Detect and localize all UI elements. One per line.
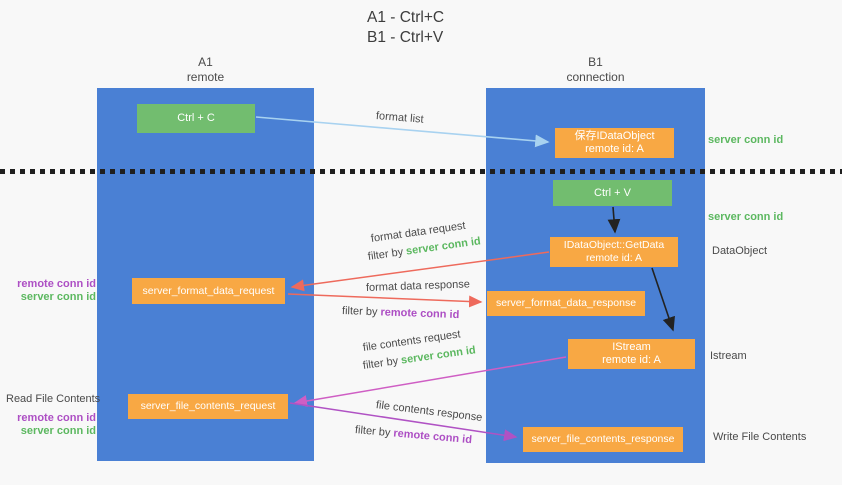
node-server-file-contents-request: server_file_contents_request <box>128 394 288 419</box>
annotation-server-conn-id-2: server conn id <box>20 425 96 437</box>
annotation-read-file-contents: Read File Contents <box>6 393 101 405</box>
annotation-remote-conn-id-2: remote conn id <box>17 412 96 424</box>
lane-b1-role: connection <box>566 69 625 84</box>
annotation-istream: Istream <box>710 350 747 362</box>
node-idataobject-getdata: IDataObject::GetData remote id: A <box>550 237 678 267</box>
lane-header-a1: A1 remote <box>97 55 314 84</box>
filter-prefix: filter by <box>341 305 381 319</box>
title-line-1: A1 - Ctrl+C <box>367 9 445 26</box>
lane-b1-name: B1 <box>588 55 603 69</box>
arrow-ctrlv-to-getdata <box>607 206 621 234</box>
diagram-title: A1 - Ctrl+C B1 - Ctrl+V <box>367 8 444 48</box>
node-istream-line2: remote id: A <box>602 354 661 366</box>
arrow-format-list <box>255 116 550 148</box>
node-file-response-label: server_file_contents_response <box>531 433 675 445</box>
annotation-write-file-contents: Write File Contents <box>713 431 807 443</box>
node-save-idataobject: 保存IDataObject remote id: A <box>555 128 674 158</box>
annotation-server-conn-id-top: server conn id <box>708 134 784 146</box>
arrow-getdata-to-istream <box>651 267 675 332</box>
node-getdata-line1: IDataObject::GetData <box>563 239 665 251</box>
annotation-dataobject: DataObject <box>712 245 768 257</box>
annotation-remote-conn-id-1: remote conn id <box>17 278 96 290</box>
node-ctrl-c: Ctrl + C <box>137 104 255 133</box>
arrow-file-contents-response <box>289 402 518 442</box>
annotation-server-conn-id-1: server conn id <box>20 291 96 303</box>
arrow-file-contents-request <box>293 356 567 407</box>
lane-a1-name: A1 <box>198 55 213 69</box>
arrow-format-data-request <box>290 251 550 292</box>
node-ctrl-v: Ctrl + V <box>553 180 672 206</box>
lane-header-b1: B1 connection <box>486 55 705 84</box>
node-server-format-data-response: server_format_data_response <box>487 291 645 316</box>
node-format-response-label: server_format_data_response <box>495 297 637 309</box>
node-save-idataobject-line2: remote id: A <box>585 143 644 155</box>
session-divider-dotted-line <box>0 169 842 174</box>
node-ctrl-v-label: Ctrl + V <box>594 186 631 199</box>
arrow-format-data-response <box>287 293 483 308</box>
node-server-file-contents-response: server_file_contents_response <box>523 427 683 452</box>
node-istream-line1: IStream <box>612 341 651 353</box>
annotation-server-conn-id-middle: server conn id <box>708 211 784 223</box>
node-istream: IStream remote id: A <box>568 339 695 369</box>
node-format-request-label: server_format_data_request <box>142 284 275 297</box>
lane-a1-role: remote <box>186 69 225 84</box>
title-line-2: B1 - Ctrl+V <box>367 29 444 46</box>
node-ctrl-c-label: Ctrl + C <box>177 112 215 124</box>
node-save-idataobject-line1: 保存IDataObject <box>574 130 655 142</box>
annotation-conn-ids-format: remote conn id server conn id <box>6 278 96 304</box>
annotation-conn-ids-file: remote conn id server conn id <box>6 412 96 438</box>
node-getdata-line2: remote id: A <box>585 252 643 264</box>
node-server-format-data-request: server_format_data_request <box>132 278 285 304</box>
node-file-request-label: server_file_contents_request <box>140 400 276 412</box>
